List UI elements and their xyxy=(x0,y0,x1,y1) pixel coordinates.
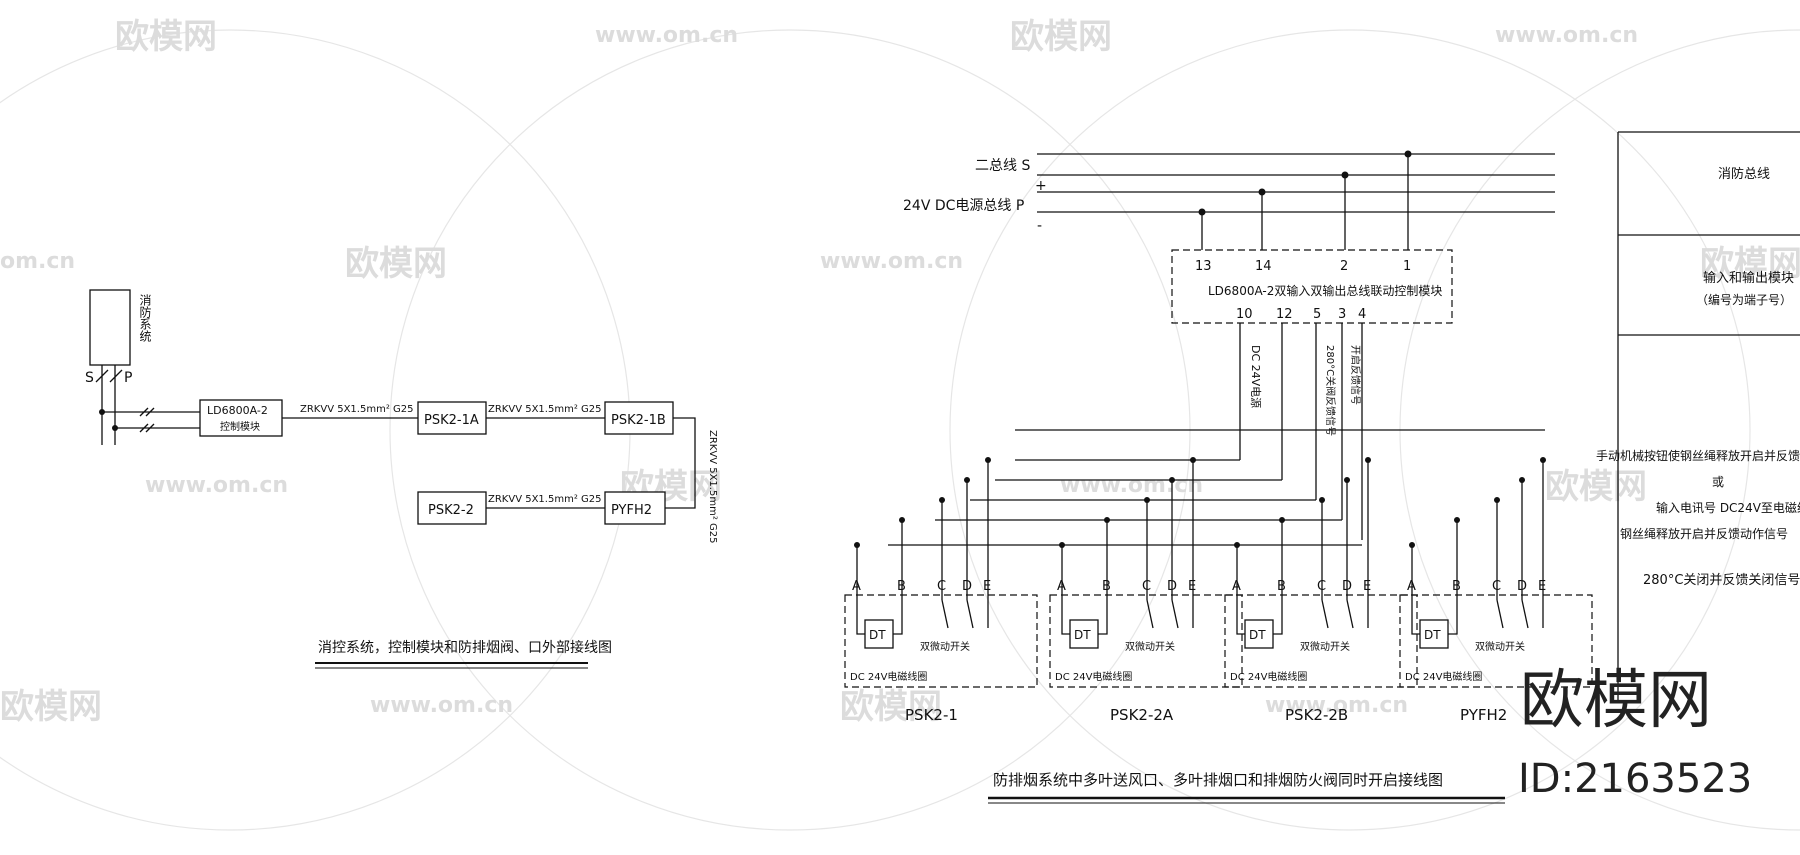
right-diagram-title: 防排烟系统中多叶送风口、多叶排烟口和排烟防火阀同时开启接线图 xyxy=(993,771,1443,789)
terminal-1: 1 xyxy=(1403,259,1411,274)
cable-label: ZRKVV 5X1.5mm² G25 xyxy=(488,494,601,505)
device-dashed-box xyxy=(1224,594,1418,688)
device-label: PSK2-1A xyxy=(424,413,479,428)
device-box xyxy=(417,401,487,435)
table-row-desc-line4: 钢丝绳释放开启并反馈动作信号 xyxy=(1620,526,1788,541)
terminal-2: 2 xyxy=(1340,259,1348,274)
table-row-module-line1: 输入和输出模块 xyxy=(1703,270,1794,286)
device-name: PYFH2 xyxy=(1460,706,1507,724)
table-row-module-line2: （编号为端子号） xyxy=(1696,292,1792,307)
brand-logo: 欧模网 ID:2163523 xyxy=(1518,664,1752,802)
vertical-label-dc24v: DC 24V电源 xyxy=(1249,345,1263,408)
module-name: LD6800A-2 xyxy=(207,404,268,417)
table-row-desc-line1: 手动机械按钮使钢丝绳释放开启并反馈信号 xyxy=(1596,448,1800,463)
plus-label: + xyxy=(1035,178,1047,194)
device-box xyxy=(604,401,674,435)
switch-label: 双微动开关 xyxy=(920,640,970,653)
signal-p-label: P xyxy=(124,370,132,386)
terminal-13: 13 xyxy=(1195,259,1212,274)
dt-label: DT xyxy=(869,628,886,642)
terminal-3: 3 xyxy=(1338,307,1346,322)
watermark-url: www.om.cn xyxy=(595,23,738,48)
device-box xyxy=(417,491,487,525)
watermark-cn: 欧模网 xyxy=(115,17,217,57)
switch-label: 双微动开关 xyxy=(1125,640,1175,653)
coil-label: DC 24V电磁线圈 xyxy=(1405,670,1482,683)
device-dashed-box xyxy=(1399,594,1593,688)
terminal-letter: E xyxy=(1363,579,1371,594)
cable-label-vertical: ZRKVV 5X1.5mm² G25 xyxy=(707,430,718,543)
coil-label: DC 24V电磁线圈 xyxy=(1230,670,1307,683)
dt-coil-box xyxy=(1069,619,1099,649)
watermark-url: www.om.cn xyxy=(145,473,288,498)
bus-two-wire-label: 二总线 S xyxy=(975,158,1030,174)
device-label: PYFH2 xyxy=(611,503,652,518)
right-diagram: 二总线 S 24V DC电源总线 P + - 13 14 2 1 LD6800A… xyxy=(844,150,1593,804)
minus-label: - xyxy=(1037,218,1042,234)
dt-label: DT xyxy=(1074,628,1091,642)
watermark-cn: 欧模网 xyxy=(1700,244,1800,284)
terminal-letter: E xyxy=(1538,579,1546,594)
switch-label: 双微动开关 xyxy=(1475,640,1525,653)
watermark-url: www.om.cn xyxy=(1060,473,1203,498)
switch-label: 双微动开关 xyxy=(1300,640,1350,653)
coil-label: DC 24V电磁线圈 xyxy=(850,670,927,683)
brand-id: ID:2163523 xyxy=(1518,756,1752,802)
table-row-desc-line5: 280°C关闭并反馈关闭信号 xyxy=(1643,573,1800,588)
device-label: PSK2-1B xyxy=(611,413,666,428)
dt-label: DT xyxy=(1424,628,1441,642)
watermark-url-partial: om.cn xyxy=(0,249,75,274)
table-row-desc-line3: 输入电讯号 DC24V至电磁线圈 xyxy=(1656,500,1800,515)
linkage-module-label: LD6800A-2双输入双输出总线联动控制模块 xyxy=(1208,283,1442,298)
device-name: PSK2-2B xyxy=(1285,706,1348,724)
cable-label: ZRKVV 5X1.5mm² G25 xyxy=(300,404,413,415)
brand-name: 欧模网 xyxy=(1520,664,1712,738)
terminal-10: 10 xyxy=(1236,307,1253,322)
watermark-url: www.om.cn xyxy=(370,693,513,718)
terminal-12: 12 xyxy=(1276,307,1293,322)
signal-s-label: S xyxy=(85,370,94,386)
cable-label: ZRKVV 5X1.5mm² G25 xyxy=(488,404,601,415)
terminal-14: 14 xyxy=(1255,259,1272,274)
watermark-url: www.om.cn xyxy=(1265,693,1408,718)
device-name: PSK2-2A xyxy=(1110,706,1174,724)
device-name: PSK2-1 xyxy=(905,706,958,724)
module-sub: 控制模块 xyxy=(220,420,260,433)
dt-coil-box xyxy=(1244,619,1274,649)
device-dashed-box xyxy=(844,594,1038,688)
table-row-bus: 消防总线 xyxy=(1718,166,1770,182)
watermarks: 欧模网 www.om.cn 欧模网 www.om.cn om.cn 欧模网 ww… xyxy=(0,17,1800,727)
dt-label: DT xyxy=(1249,628,1266,642)
watermark-cn: 欧模网 xyxy=(1010,17,1112,57)
vertical-label-280c: 280°C关阀反馈信号 xyxy=(1324,345,1337,436)
terminal-5: 5 xyxy=(1313,307,1321,322)
dt-coil-box xyxy=(1419,619,1449,649)
side-table: 消防总线 输入和输出模块 （编号为端子号） 手动机械按钮使钢丝绳释放开启并反馈信… xyxy=(1596,131,1800,700)
bus-power-label: 24V DC电源总线 P xyxy=(903,198,1024,214)
vertical-label-open: 开启反馈信号 xyxy=(1349,345,1362,405)
terminal-4: 4 xyxy=(1358,307,1366,322)
terminal-letter: E xyxy=(983,579,991,594)
device-box xyxy=(604,491,666,525)
watermark-cn: 欧模网 xyxy=(840,687,942,727)
coil-label: DC 24V电磁线圈 xyxy=(1055,670,1132,683)
device-label: PSK2-2 xyxy=(428,503,474,518)
watermark-cn: 欧模网 xyxy=(0,687,102,727)
terminal-letter: E xyxy=(1188,579,1196,594)
watermark-url: www.om.cn xyxy=(820,249,963,274)
fire-system-box xyxy=(89,289,131,366)
device-dashed-box xyxy=(1049,594,1243,688)
left-diagram-title: 消控系统，控制模块和防排烟阀、口外部接线图 xyxy=(318,639,612,656)
watermark-cn: 欧模网 xyxy=(1545,467,1647,507)
watermark-url: www.om.cn xyxy=(1495,23,1638,48)
table-row-desc-line2: 或 xyxy=(1712,475,1724,489)
watermark-cn: 欧模网 xyxy=(345,244,447,284)
